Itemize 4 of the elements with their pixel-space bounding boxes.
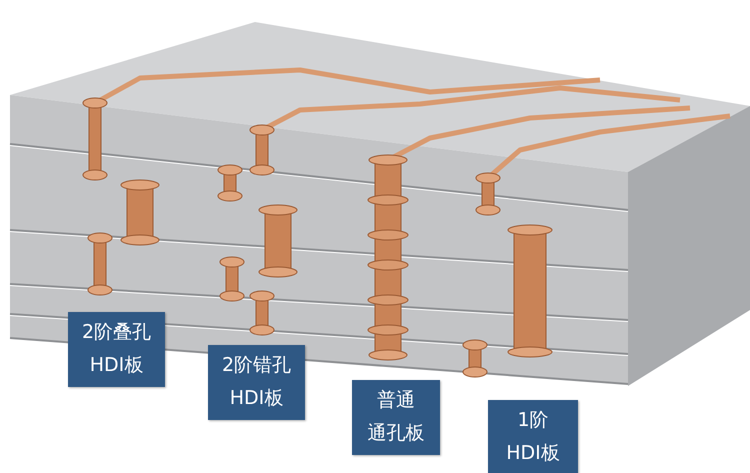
- board-type-label: 普通通孔板: [352, 380, 440, 454]
- board-type-label: 2阶错孔HDI板: [208, 345, 305, 420]
- board-type-label: 1阶HDI板: [488, 400, 578, 473]
- board-type-label: 2阶叠孔HDI板: [68, 312, 165, 386]
